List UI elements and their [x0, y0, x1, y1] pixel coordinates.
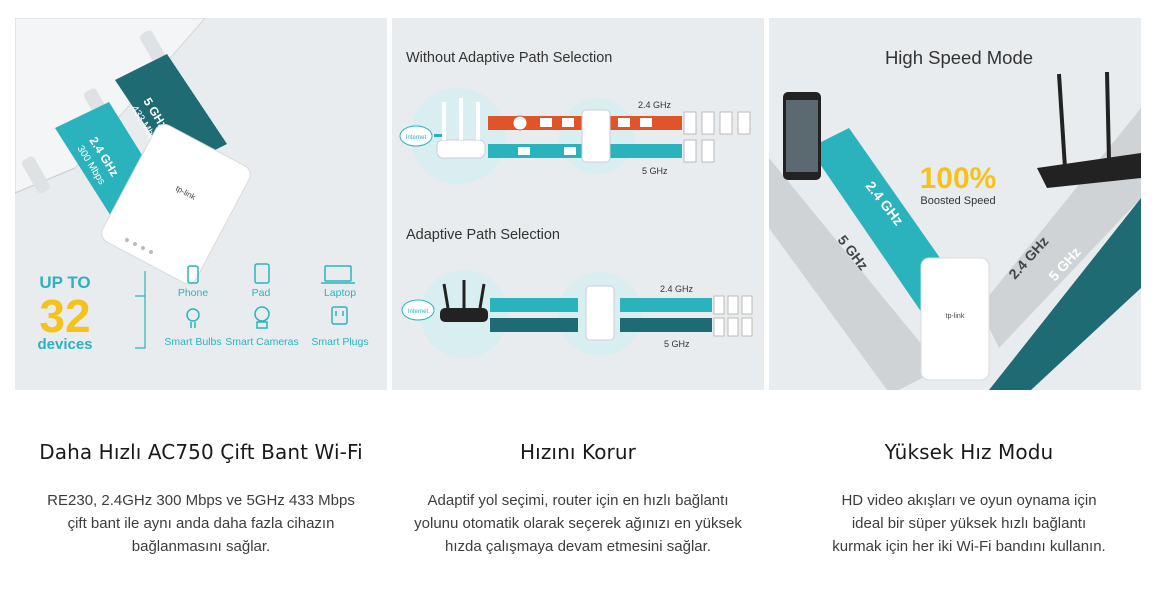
feature-title: Daha Hızlı AC750 Çift Bant Wi-Fi [39, 440, 363, 464]
camera-icon [254, 306, 270, 322]
extender-icon [585, 285, 615, 341]
router-white-image [436, 98, 486, 159]
diagram-with-aps: Internet 2.4 GHz 5 GHz [401, 270, 753, 358]
internet-cloud-icon: Internet [401, 299, 435, 321]
title-with-aps: Adaptive Path Selection [406, 227, 560, 243]
boost-label: Boosted Speed [920, 195, 995, 207]
feature-caption-1: Daha Hızlı AC750 Çift Bant Wi-Fi RE230, … [15, 440, 387, 558]
diagram-without-aps: Internet 2.4 GHz 5 GHz [399, 88, 751, 184]
panel-high-speed: High Speed Mode 2.4 GHz 5 GHz 2.4 GHz 5 … [769, 18, 1141, 390]
device-label-phone: Phone [178, 287, 209, 299]
internet-cloud-icon: Internet [399, 125, 433, 147]
range-extender-image: tp-link [920, 257, 990, 381]
range-extender-image: tp-link [101, 123, 251, 285]
device-count: 32 [39, 290, 90, 342]
device-label-bulbs: Smart Bulbs [164, 336, 221, 348]
device-label-cameras: Smart Cameras [225, 336, 299, 348]
connector-lines [135, 271, 146, 349]
device-label-plugs: Smart Plugs [311, 336, 368, 348]
panel-dual-band: 5 GHz 433 Mbps 2.4 GHz 300 Mbps tp-link … [15, 18, 387, 390]
high-speed-title: High Speed Mode [885, 47, 1033, 68]
laptop-icon [324, 265, 352, 282]
device-count-callout: UP TO 32 devices [37, 273, 92, 353]
up-to-label: UP TO [39, 273, 90, 292]
plug-icon [331, 306, 348, 325]
title-without-aps: Without Adaptive Path Selection [406, 50, 612, 66]
svg-text:tp-link: tp-link [946, 313, 965, 320]
router-black-image [1037, 71, 1141, 188]
svg-text:2.4 GHz: 2.4 GHz [660, 284, 694, 294]
feature-caption-2: Hızını Korur Adaptif yol seçimi, router … [392, 440, 764, 558]
phone-image [783, 92, 821, 180]
devices-label: devices [37, 336, 92, 353]
router-black-image [440, 280, 488, 322]
device-grid [186, 263, 355, 329]
pad-icon [254, 263, 270, 284]
device-label-pad: Pad [252, 287, 271, 299]
svg-text:2.4 GHz: 2.4 GHz [638, 100, 672, 110]
svg-text:5 GHz: 5 GHz [664, 339, 690, 349]
bulb-icon [186, 308, 200, 322]
feature-description: RE230, 2.4GHz 300 Mbps ve 5GHz 433 Mbps … [47, 492, 355, 555]
boost-value: 100% [920, 162, 997, 195]
high-speed-illustration: High Speed Mode 2.4 GHz 5 GHz 2.4 GHz 5 … [769, 47, 1141, 390]
feature-description: HD video akışları ve oyun oynama için id… [832, 492, 1106, 555]
adaptive-path-illustration: Without Adaptive Path Selection Internet… [399, 50, 753, 358]
phone-icon [187, 265, 199, 284]
feature-title: Hızını Korur [520, 440, 636, 464]
feature-title: Yüksek Hız Modu [884, 440, 1054, 464]
device-label-laptop: Laptop [324, 287, 356, 299]
panel-adaptive-path: Without Adaptive Path Selection Internet… [392, 18, 764, 390]
svg-text:Internet: Internet [408, 309, 429, 315]
feature-description: Adaptif yol seçimi, router için en hızlı… [414, 492, 742, 555]
svg-text:5 GHz: 5 GHz [642, 166, 668, 176]
svg-text:Internet: Internet [406, 135, 427, 141]
feature-caption-3: Yüksek Hız Modu HD video akışları ve oyu… [783, 440, 1155, 558]
extender-icon [581, 109, 611, 163]
dual-band-illustration: 5 GHz 433 Mbps 2.4 GHz 300 Mbps tp-link … [15, 18, 369, 353]
